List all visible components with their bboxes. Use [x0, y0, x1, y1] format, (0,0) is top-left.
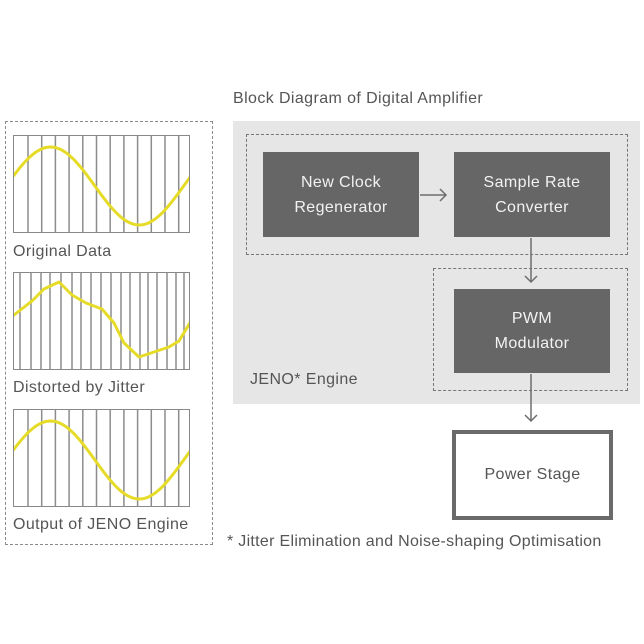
jitter-caption: Distorted by Jitter: [13, 379, 146, 396]
clock-regenerator-block: New Clock Regenerator: [263, 152, 419, 237]
waveform-panel: [5, 121, 213, 545]
original-data-waveform: [14, 136, 189, 232]
original-wave-line: [14, 145, 189, 227]
engine-label: JENO* Engine: [250, 371, 358, 388]
jitter-wave-line: [14, 280, 189, 359]
footnote: * Jitter Elimination and Noise-shaping O…: [227, 533, 602, 550]
power-stage-label: Power Stage: [484, 466, 581, 483]
sample-rate-converter-block: Sample Rate Converter: [454, 152, 610, 237]
jeno-wave-line: [14, 419, 189, 501]
jeno-output-caption: Output of JENO Engine: [13, 516, 189, 533]
jeno-output-waveform: [14, 410, 189, 506]
original-data-plot: [13, 135, 190, 233]
diagram-title: Block Diagram of Digital Amplifier: [233, 90, 484, 107]
power-stage-block: Power Stage: [452, 430, 613, 520]
jeno-output-plot: [13, 409, 190, 507]
jitter-plot: [13, 272, 190, 370]
original-data-caption: Original Data: [13, 243, 112, 260]
jitter-waveform: [14, 273, 189, 369]
clock-src-group: [246, 134, 628, 255]
pwm-modulator-block: PWM Modulator: [454, 289, 610, 373]
